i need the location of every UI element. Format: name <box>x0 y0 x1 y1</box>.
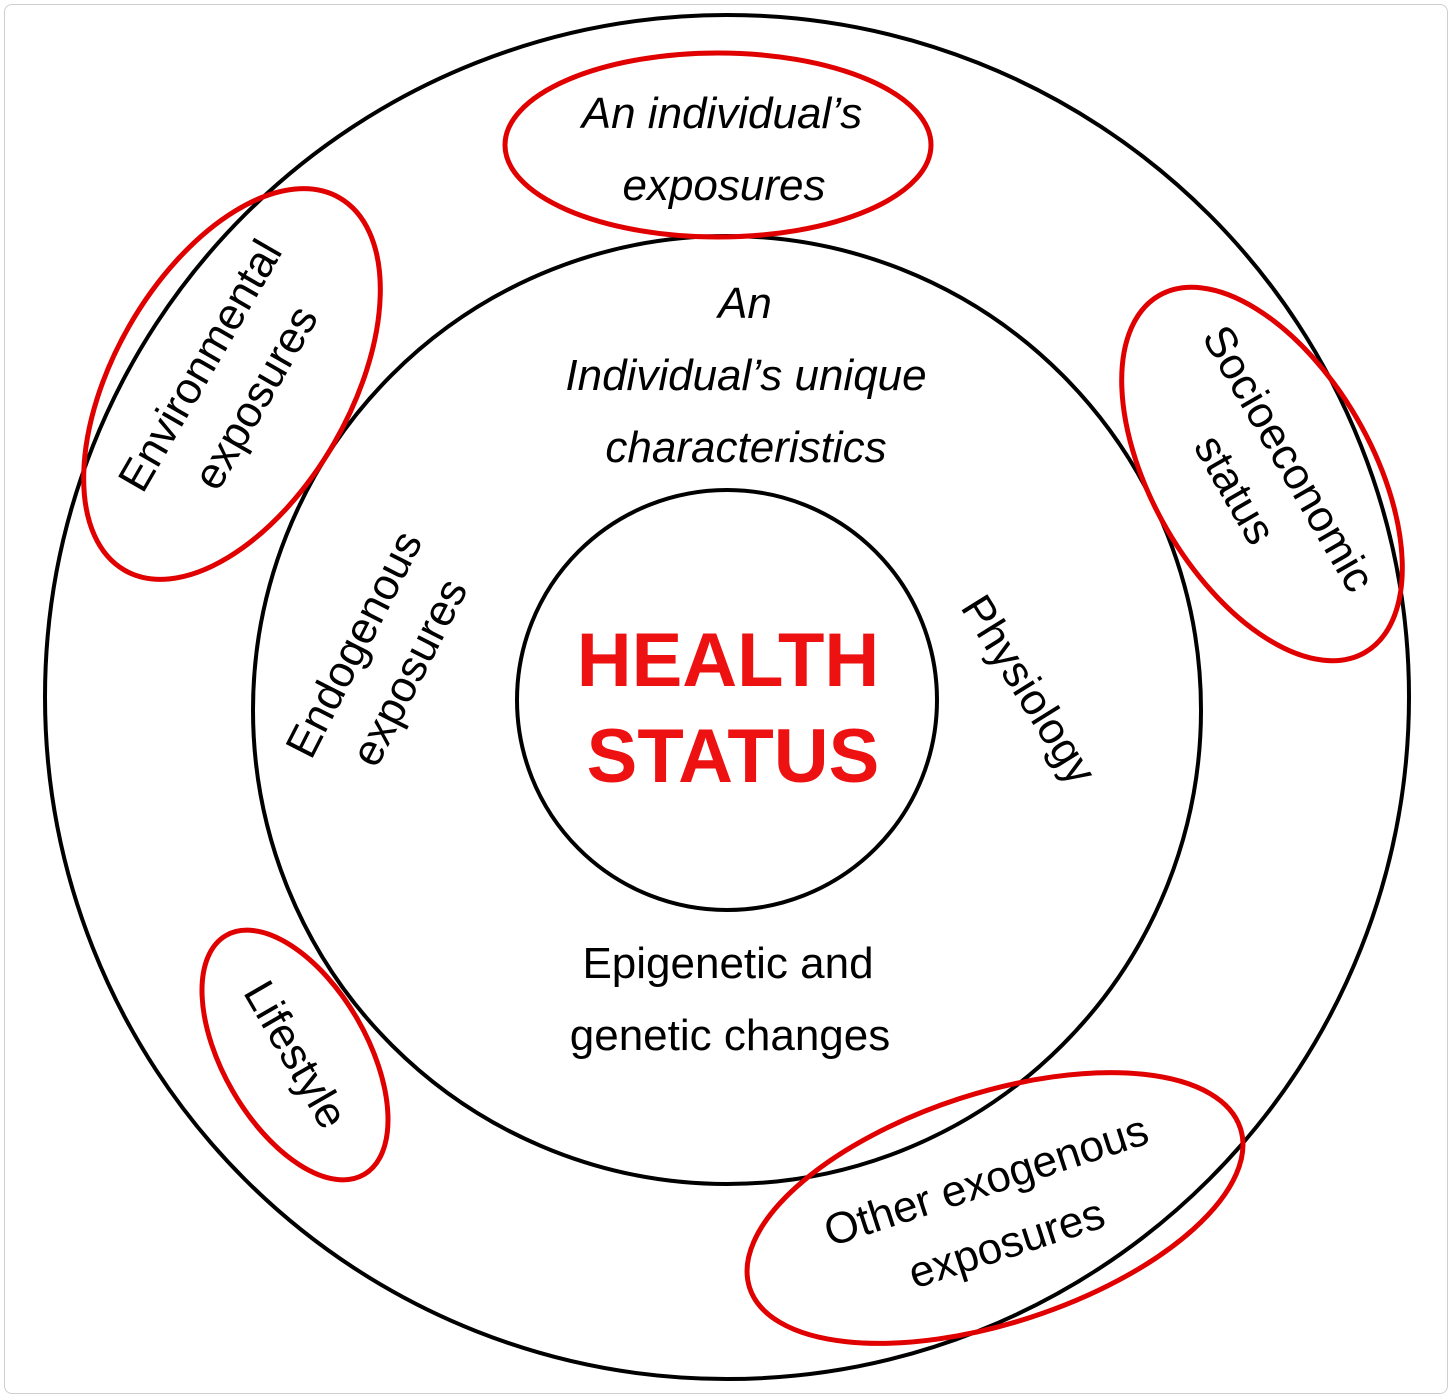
core-label: HEALTH STATUS <box>577 618 880 799</box>
inner-top-line1: An <box>715 279 772 328</box>
outer-label-other-exogenous-exposures: Other exogenous exposures <box>744 1070 1246 1346</box>
inner-label-physiology: Physiology <box>951 587 1105 793</box>
outer-individual-line1: An individual’s <box>579 89 862 138</box>
inner-label-epigenetic: Epigenetic and genetic changes <box>570 939 890 1060</box>
inner-top-line2: Individual’s unique <box>565 351 926 400</box>
outer-individual-line2: exposures <box>622 161 825 210</box>
inner-top-line3: characteristics <box>605 423 886 472</box>
inner-label-unique-characteristics: An Individual’s unique characteristics <box>565 279 926 472</box>
inner-bottom-line2: genetic changes <box>570 1011 890 1060</box>
highlight-ellipse-individual <box>502 50 934 240</box>
inner-right-line1: Physiology <box>951 587 1105 793</box>
outer-label-individual-exposures: An individual’s exposures <box>502 50 934 240</box>
core-label-line2: STATUS <box>587 714 880 799</box>
outer-label-lifestyle: Lifestyle <box>199 927 391 1183</box>
outer-ring <box>43 13 1411 1381</box>
highlight-ellipse-socioeconomic <box>1119 284 1405 664</box>
highlight-ellipse-other <box>744 1070 1246 1346</box>
outer-label-socioeconomic-status: Socioeconomic status <box>1119 284 1405 664</box>
core-circle <box>515 488 939 912</box>
inner-label-endogenous: Endogenous exposures <box>276 523 477 774</box>
inner-bottom-line1: Epigenetic and <box>582 939 873 988</box>
outer-lifestyle-line1: Lifestyle <box>234 973 357 1137</box>
highlight-ellipse-lifestyle <box>199 927 391 1183</box>
core-label-line1: HEALTH <box>577 618 880 703</box>
